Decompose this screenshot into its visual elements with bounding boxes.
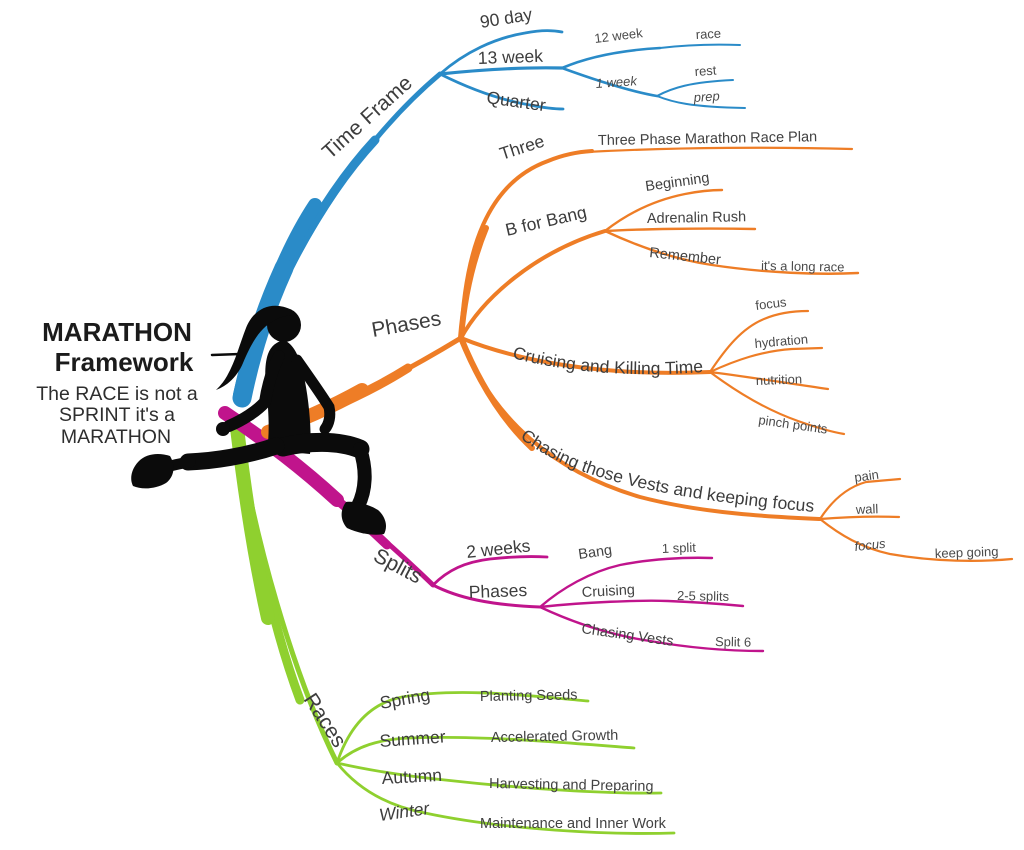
label-focus-1: focus	[755, 294, 788, 313]
line-cruising2	[538, 599, 745, 609]
label-1-week: 1 week	[595, 73, 639, 91]
line-b-for-bang	[459, 229, 607, 340]
label-12-week: 12 week	[594, 25, 644, 46]
line-adrenalin	[603, 227, 757, 233]
branch-races	[230, 421, 676, 835]
label-adrenalin-rush: Adrenalin Rush	[647, 209, 746, 227]
label-nutrition: nutrition	[756, 371, 803, 388]
label-wall: wall	[855, 501, 879, 517]
label-splits-phases: Phases	[468, 580, 527, 602]
line-prep	[656, 95, 746, 109]
label-b-for-bang: B for Bang	[503, 202, 588, 240]
label-bang: Bang	[577, 542, 613, 563]
runner-back-leg	[179, 437, 285, 471]
label-cruising: Cruising	[581, 582, 635, 601]
line-bang	[538, 556, 714, 609]
line-three-thick	[458, 225, 489, 341]
label-autumn: Autumn	[381, 765, 442, 788]
label-quarter: Quarter	[485, 87, 547, 115]
label-split-6: Split 6	[715, 634, 751, 650]
line-focus-keep-going	[818, 517, 1014, 562]
branch-time-frame	[232, 29, 746, 408]
label-pain: pain	[853, 467, 879, 485]
line-three-plan	[584, 146, 854, 154]
runner-silhouette	[131, 305, 386, 535]
line-chasing-thick	[458, 335, 535, 451]
label-pinch-points: pinch points	[758, 412, 829, 437]
line-12-week	[560, 46, 662, 70]
label-chasing-vests: Chasing Vests	[580, 621, 674, 650]
runner-front-thigh	[273, 432, 370, 459]
label-three-plan: Three Phase Marathon Race Plan	[598, 129, 817, 149]
line-hydration	[708, 346, 824, 374]
label-three: Three	[497, 131, 547, 164]
title-line-2: Framework	[55, 347, 194, 377]
label-2-5-splits: 2-5 splits	[677, 588, 730, 604]
runner-hair-strand	[210, 352, 242, 357]
subtitle-line-3: MARATHON	[61, 426, 171, 448]
line-1-week	[560, 66, 659, 98]
line-cruising-killing	[459, 336, 712, 375]
runner-front-arm	[223, 350, 285, 432]
line-90-day	[438, 29, 564, 76]
line-autumn	[335, 761, 663, 795]
label-maintenance-inner-work: Maintenance and Inner Work	[480, 816, 667, 832]
line-2-weeks	[431, 555, 549, 587]
line-pain	[818, 477, 902, 521]
label-summer: Summer	[379, 726, 447, 751]
line-focus1	[708, 309, 810, 374]
label-13-week: 13 week	[477, 46, 543, 68]
time-frame-trunk	[237, 71, 443, 398]
line-chasing-vests	[538, 605, 765, 653]
line-pinch-points	[708, 370, 846, 436]
label-planting-seeds: Planting Seeds	[480, 687, 578, 705]
runner-front-shoe	[341, 501, 386, 535]
label-accelerated-growth: Accelerated Growth	[491, 728, 619, 746]
line-nutrition	[708, 370, 830, 391]
label-prep: prep	[692, 88, 720, 105]
label-keep-going: keep going	[935, 544, 999, 561]
label-spring: Spring	[378, 684, 431, 712]
label-hydration: hydration	[754, 331, 809, 351]
label-harvesting-preparing: Harvesting and Preparing	[489, 776, 654, 795]
label-race: race	[695, 26, 721, 42]
line-race	[659, 43, 741, 49]
runner-ponytail	[216, 305, 292, 390]
line-quarter	[438, 72, 565, 111]
label-focus-2: focus	[854, 536, 887, 554]
line-wall	[818, 515, 901, 521]
subtitle-line-2: SPRINT it's a	[59, 404, 175, 426]
subtitle-line-1: The RACE is not a	[36, 383, 198, 405]
center-title: MARATHON Framework The RACE is not a SPR…	[36, 317, 198, 448]
line-remember	[603, 229, 860, 275]
label-1-split: 1 split	[662, 540, 697, 556]
line-winter	[335, 761, 676, 835]
runner-front-hand	[216, 422, 230, 436]
line-13-week	[438, 66, 564, 76]
title-line-1: MARATHON	[42, 317, 192, 347]
line-summer	[335, 735, 636, 765]
line-spring	[335, 691, 590, 765]
runner-front-shin	[351, 442, 372, 513]
label-phases: Phases	[370, 307, 443, 342]
branch-phases	[261, 146, 1014, 562]
line-beginning	[603, 188, 724, 233]
line-rest	[656, 79, 734, 97]
label-cruising-killing: Cruising and Killing Time	[511, 342, 704, 378]
label-remember: Remember	[649, 245, 722, 268]
runner-back-shoe	[131, 453, 174, 489]
label-90-day: 90 day	[478, 4, 533, 32]
runner-back-arm	[291, 354, 336, 435]
svg-text:Cruising and Killing Time: Cruising and Killing Time	[511, 342, 704, 378]
label-rest: rest	[694, 62, 717, 79]
line-splits-phases	[431, 583, 542, 609]
label-long-race: it's a long race	[761, 258, 845, 274]
